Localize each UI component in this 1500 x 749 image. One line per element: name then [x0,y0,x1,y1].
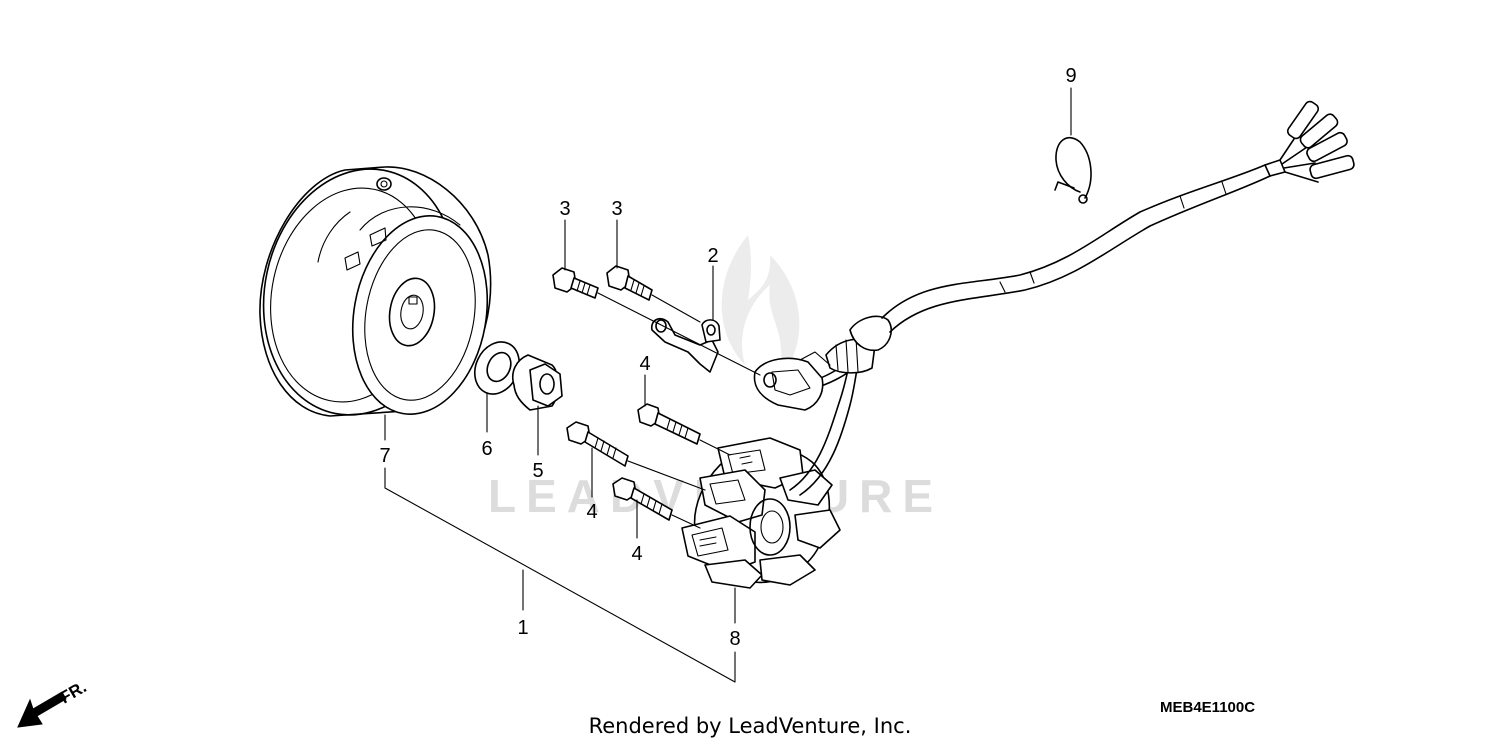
bolt-4-upper [637,403,701,445]
callout-1: 1 [517,617,528,639]
footer-credit: Rendered by LeadVenture, Inc. [588,714,912,738]
bolt-4-middle [566,421,629,467]
callout-3-left: 3 [559,198,570,220]
callout-4-upper: 4 [639,353,650,375]
front-label: FR. [57,677,90,707]
cord-clamp [650,318,721,373]
callouts: 1 2 3 3 4 4 4 5 6 7 8 9 [379,65,1076,650]
washer [474,341,520,395]
callout-8: 8 [729,628,740,650]
callout-4-lower: 4 [631,543,642,565]
callout-7: 7 [379,445,390,467]
bolt-3-right [606,265,653,301]
stator [681,437,841,589]
callout-5: 5 [532,460,543,482]
leader-lines [384,87,1072,683]
bolt-3-left [552,267,599,299]
wire-clip [1054,136,1092,204]
callout-3-right: 3 [611,198,622,220]
callout-6: 6 [481,438,492,460]
flywheel [259,166,492,417]
callout-2: 2 [707,245,718,267]
pulse-generator [753,351,831,411]
callout-9: 9 [1065,65,1076,87]
assembly-lines [597,292,761,529]
flange-nut [512,354,563,411]
bolt-4-lower [612,477,673,521]
diagram-code: MEB4E1100C [1160,699,1255,716]
callout-4-middle: 4 [586,501,597,523]
front-arrow-icon [17,691,67,728]
wire-harness [789,100,1355,496]
